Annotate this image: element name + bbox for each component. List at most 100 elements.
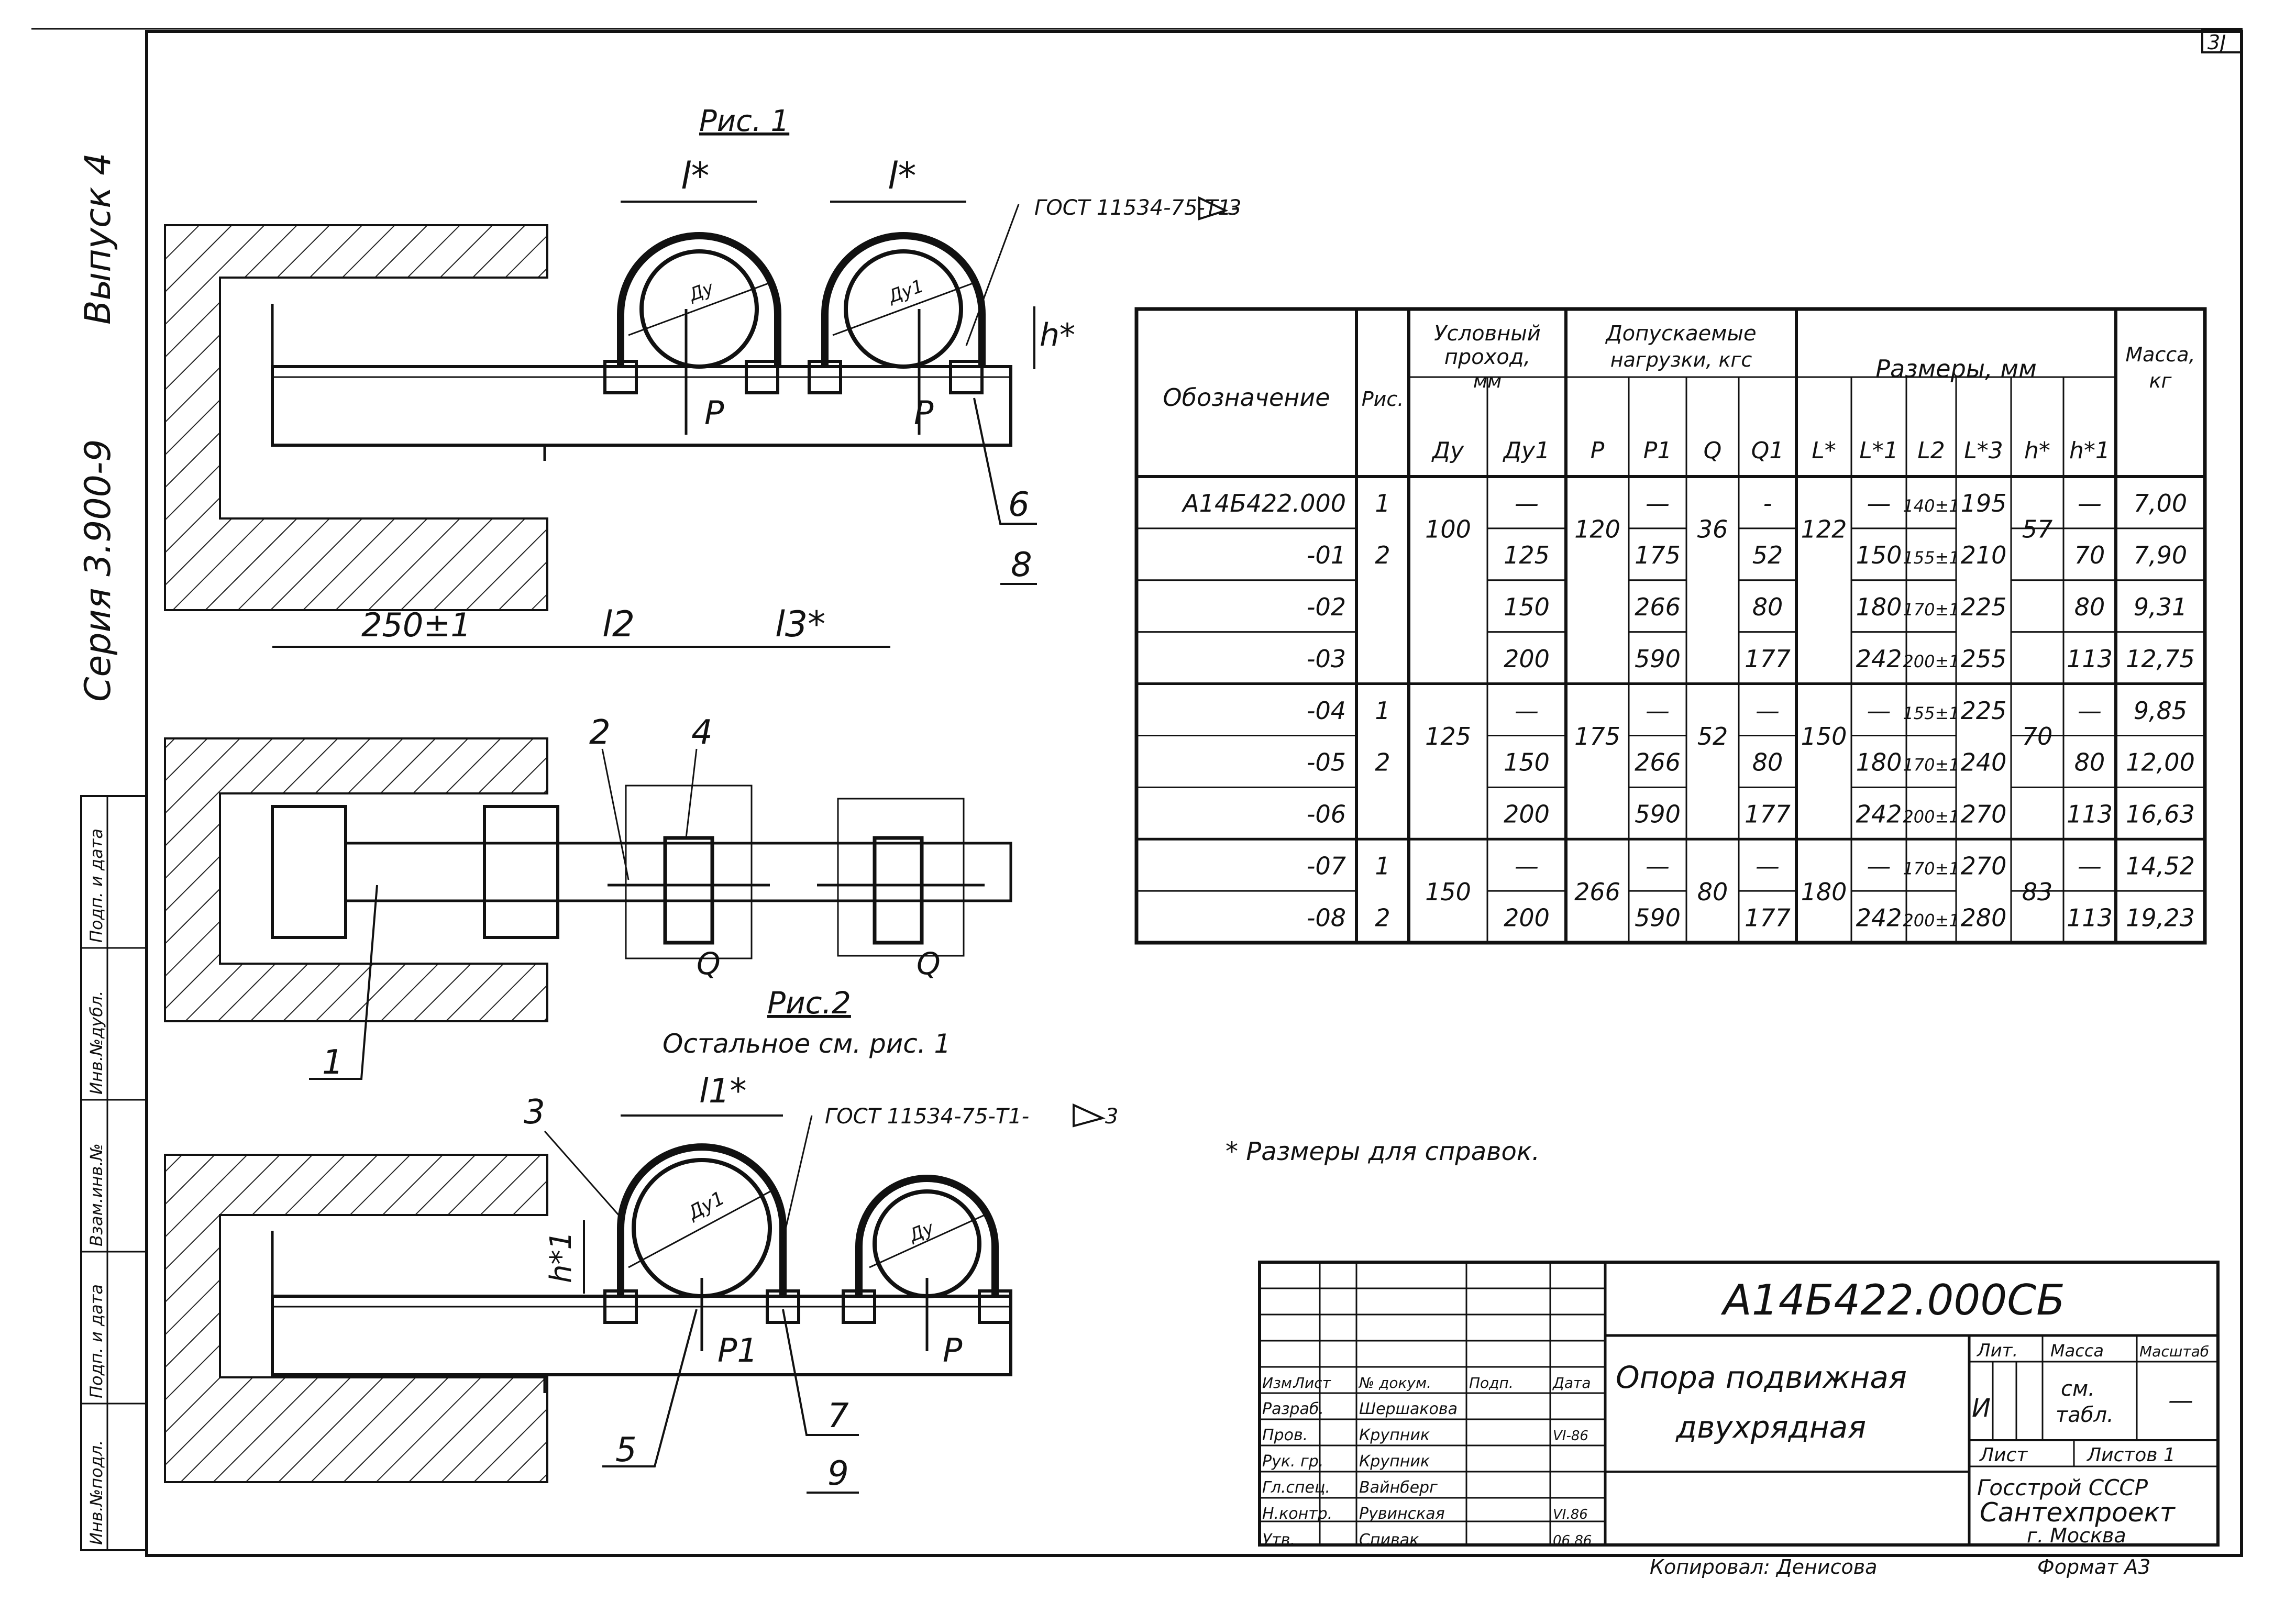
copied-by: Копировал: Денисова [1650, 1555, 1877, 1578]
table-cell-dy1: 200 [1504, 800, 1550, 829]
table-cell-dy: 125 [1425, 722, 1471, 750]
table-cell-q1: 177 [1745, 903, 1791, 932]
table-cell-q1: - [1763, 489, 1772, 517]
fig3-l1-star: l1* [699, 1072, 747, 1111]
th-dims: Размеры, мм [1875, 355, 2037, 383]
table-cell-des: -06 [1307, 800, 1346, 829]
table-cell-des: -02 [1307, 593, 1346, 621]
tb-name: Крупник [1359, 1426, 1430, 1444]
table-cell-l2: 155±1 [1903, 548, 1959, 568]
table-cell-mass: 7,90 [2134, 541, 2187, 569]
table-cell-q1: 177 [1745, 645, 1791, 673]
th-sub-6: L* [1812, 437, 1836, 464]
fig1-dy-label: Ду [685, 278, 716, 306]
table-cell-fig: 1 [1375, 489, 1390, 517]
fig2-subtitle: Остальное см. рис. 1 [663, 1029, 951, 1059]
format-label: Формат А3 [2037, 1555, 2150, 1578]
table-cell-dy1: 200 [1504, 645, 1550, 673]
th-nominal-bore-1: Условный [1434, 322, 1541, 346]
fig1-title: Рис. 1 [699, 104, 789, 138]
tb-name: Крупник [1359, 1452, 1430, 1471]
fig1-l-star-1: l* [681, 154, 709, 197]
sheet-number: 3J [2207, 31, 2226, 54]
table-cell-q: 80 [1697, 878, 1728, 906]
th-sub-2: P [1591, 437, 1605, 464]
fig2-title: Рис.2 [767, 985, 851, 1021]
th-designation: Обозначение [1163, 383, 1330, 412]
frame [31, 28, 2243, 1557]
fig2-callout-2: 2 [589, 713, 611, 752]
fig1-h-star: h* [1040, 317, 1075, 354]
table-cell-p1: 266 [1635, 593, 1681, 621]
th-fig: Рис. [1362, 388, 1404, 411]
table-cell-l: 122 [1801, 515, 1847, 544]
table-cell-p1: 590 [1635, 645, 1681, 673]
th-loads-1: Допускаемые [1605, 322, 1756, 346]
fig1-l2: l2 [602, 604, 635, 645]
fig2-callout-1: 1 [322, 1043, 344, 1082]
strip-label-1: Инв.№подл. [86, 1440, 106, 1545]
tb-col-header: Подп. [1469, 1374, 1514, 1392]
fig1-p-2: P [914, 394, 934, 432]
table-cell-l3: 255 [1961, 645, 2007, 673]
table-cell-dy: 150 [1425, 878, 1471, 906]
table-cell-h1: 80 [2074, 748, 2105, 777]
table-cell-l1: 150 [1856, 541, 1902, 569]
scale-label: Масштаб [2139, 1343, 2209, 1360]
th-sub-0: Ду [1431, 437, 1464, 464]
tb-role: Пров. [1262, 1426, 1308, 1444]
table-cell-q1: 177 [1745, 800, 1791, 829]
fig1-dim-250: 250±1 [361, 606, 471, 644]
fig1-gost-symbol: 3 [1228, 196, 1241, 220]
table-cell-l: 150 [1801, 722, 1847, 750]
table-cell-l1: 180 [1856, 748, 1902, 777]
table-cell-p1: 590 [1635, 903, 1681, 932]
table-cell-fig: 2 [1375, 748, 1390, 777]
table-cell-l3: 280 [1961, 903, 2007, 932]
tb-name: Шершакова [1359, 1400, 1458, 1418]
table-cell-l2: 155±1 [1903, 703, 1959, 723]
strip-label-2: Подп. и дата [86, 1284, 106, 1398]
tb-role: Разраб. [1262, 1400, 1324, 1418]
tb-col-header: Лист [1293, 1374, 1331, 1392]
table-cell-des: -03 [1307, 645, 1346, 673]
mass-value-2: табл. [2056, 1403, 2114, 1427]
fig2-q-2: Q [917, 946, 941, 981]
table-cell-l3: 195 [1961, 489, 2007, 517]
fig3-h1-star: h*1 [544, 1231, 578, 1283]
table-cell-mass: 12,75 [2126, 645, 2195, 673]
fig3-p: P [943, 1331, 963, 1370]
fig3-dy-label: Ду [906, 1218, 937, 1247]
product-name-1: Опора подвижная [1616, 1360, 1907, 1395]
table-cell-l1: 242 [1856, 800, 1902, 829]
tb-role: Гл.спец. [1262, 1478, 1330, 1497]
fig3-gost: ГОСТ 11534-75-Т1- [825, 1105, 1029, 1129]
table-cell-l1: 242 [1856, 903, 1902, 932]
tb-col-header: Дата [1552, 1374, 1591, 1392]
tb-date: VI.86 [1553, 1507, 1588, 1522]
table-cell-l2: 200±1 [1903, 910, 1959, 930]
table-cell-dy1: — [1515, 489, 1539, 517]
fig3-p1: P1 [718, 1331, 758, 1370]
table-cell-q1: — [1756, 852, 1780, 880]
lit-label: Лит. [1976, 1340, 2018, 1361]
figure-3: Ду1 Ду l1* ГОСТ 11534-75-Т1- 3 h*1 P1 P … [164, 1072, 1118, 1494]
table-cell-des: -07 [1307, 852, 1346, 880]
table-cell-h1: 113 [2067, 645, 2113, 673]
table-cell-l: 180 [1801, 878, 1847, 906]
table-cell-l3: 240 [1961, 748, 2007, 777]
table-cell-q1: 80 [1752, 593, 1783, 621]
th-sub-3: P1 [1643, 437, 1672, 464]
table-cell-dy: 100 [1425, 515, 1471, 544]
table-cell-des: -08 [1307, 903, 1346, 932]
fig3-callout-7: 7 [827, 1397, 849, 1436]
table-cell-l2: 200±1 [1903, 652, 1959, 671]
reference-note: * Размеры для справок. [1226, 1137, 1540, 1166]
fig3-callout-9: 9 [827, 1454, 849, 1493]
product-name-2: двухрядная [1675, 1409, 1866, 1445]
table-cell-h: 57 [2022, 515, 2053, 544]
th-sub-4: Q [1704, 437, 1722, 464]
th-sub-10: h* [2024, 437, 2050, 464]
